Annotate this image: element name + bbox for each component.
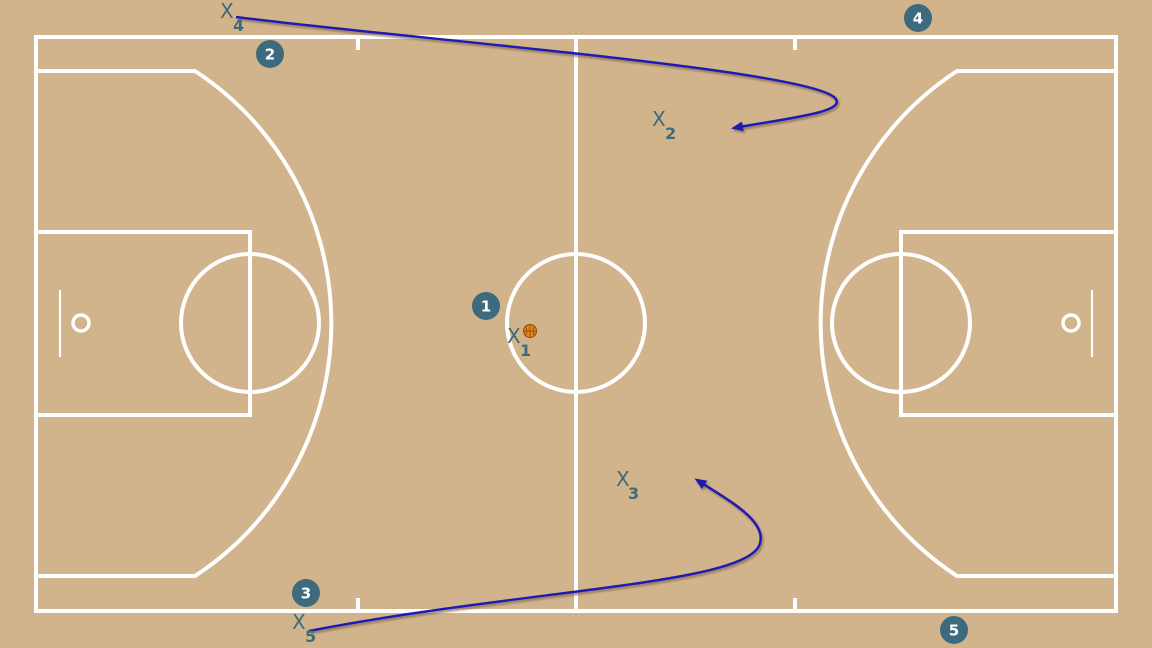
- right-key: [899, 230, 1118, 417]
- offense-player-5[interactable]: 5: [940, 616, 968, 644]
- offense-player-label: 4: [913, 10, 923, 28]
- offense-players: 1 2 3 4 5: [256, 4, 968, 644]
- defense-player-x4[interactable]: X 4: [220, 0, 244, 35]
- defense-player-x3[interactable]: X 3: [616, 467, 639, 503]
- defense-player-x5[interactable]: X 5: [292, 610, 316, 646]
- cut-path-x5: [308, 478, 762, 633]
- offense-player-label: 1: [481, 298, 491, 316]
- offense-player-1[interactable]: 1: [472, 292, 500, 320]
- left-free-throw-circle: [179, 252, 321, 394]
- defense-letter: X: [616, 467, 630, 491]
- offense-player-label: 2: [265, 46, 275, 64]
- defense-letter: X: [220, 0, 234, 23]
- defense-player-x2[interactable]: X 2: [652, 107, 676, 143]
- offense-player-label: 5: [949, 622, 959, 640]
- defense-letter: X: [292, 610, 306, 634]
- right-hoop: [1061, 313, 1081, 333]
- defense-number: 1: [520, 341, 531, 360]
- left-three-point-line: [36, 69, 334, 578]
- cut-path-x4: [235, 15, 839, 132]
- offense-player-3[interactable]: 3: [292, 579, 320, 607]
- right-free-throw-circle: [830, 252, 972, 394]
- defense-letter: X: [507, 324, 521, 348]
- offense-player-label: 3: [301, 585, 311, 603]
- center-circle: [505, 252, 647, 394]
- basketball-icon: [523, 324, 537, 338]
- left-hoop: [71, 313, 91, 333]
- court-lines: [34, 35, 1118, 613]
- movement-paths: [235, 15, 839, 633]
- offense-player-2[interactable]: 2: [256, 40, 284, 68]
- offense-player-4[interactable]: 4: [904, 4, 932, 32]
- defense-number: 5: [305, 627, 316, 646]
- defense-players: X 1 X 2 X 3 X 4 X 5: [220, 0, 676, 646]
- defense-letter: X: [652, 107, 666, 131]
- defense-number: 2: [665, 124, 676, 143]
- defense-number: 3: [628, 484, 639, 503]
- left-key: [34, 230, 252, 417]
- right-three-point-line: [818, 69, 1116, 578]
- defense-player-x1[interactable]: X 1: [507, 324, 531, 360]
- defense-number: 4: [233, 16, 244, 35]
